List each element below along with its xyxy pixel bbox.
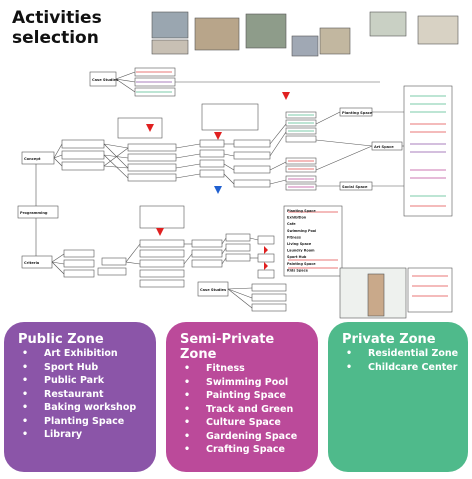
red-arrow-icon <box>146 92 290 270</box>
program-list-item: Painting Space <box>287 262 316 266</box>
list-item: Culture Space <box>180 416 304 430</box>
list-item: Crafting Space <box>180 443 304 457</box>
private-zone-title: Private Zone <box>342 332 436 347</box>
label-concept: Concept <box>24 157 41 161</box>
program-list-item: Living Space <box>287 242 312 246</box>
list-item: Gardening Space <box>180 430 304 444</box>
semi-private-zone-list: Fitness Swimming Pool Painting Space Tra… <box>180 362 304 457</box>
list-item: Painting Space <box>180 389 304 403</box>
public-zone-title: Public Zone <box>18 332 104 347</box>
label-case-studies-top: Case Studies <box>92 78 118 82</box>
list-item: Planting Space <box>18 415 142 429</box>
list-item: Residential Zone <box>342 347 458 361</box>
program-list-item: Kids Space <box>287 268 309 272</box>
list-item: Restaurant <box>18 388 142 402</box>
program-list-item: Sport Hub <box>287 255 307 259</box>
list-item: Track and Green <box>180 403 304 417</box>
list-item: Fitness <box>180 362 304 376</box>
programming-flow-diagram: Case Studies Concept Programming Criteri… <box>17 11 459 319</box>
label-social-space: Social Space <box>342 185 368 189</box>
list-item: Art Exhibition <box>18 347 142 361</box>
label-criteria: Criteria <box>24 261 40 265</box>
semi-private-zone-title: Semi-Private Zone <box>180 332 275 362</box>
program-list-item: Fitness <box>287 235 301 239</box>
blue-arrow-icon <box>214 186 222 194</box>
public-zone-card: Public Zone Art Exhibition Sport Hub Pub… <box>4 322 156 472</box>
label-programming: Programming <box>20 211 48 215</box>
public-zone-list: Art Exhibition Sport Hub Public Park Res… <box>18 347 142 442</box>
list-item: Baking workshop <box>18 401 142 415</box>
list-item: Sport Hub <box>18 361 142 375</box>
label-case-studies-bottom: Case Studies <box>200 288 226 292</box>
program-list-item: Planting Space <box>287 209 316 213</box>
program-list-item: Cafe <box>287 222 296 226</box>
label-planting-space: Planting Space <box>342 111 373 115</box>
list-item: Swimming Pool <box>180 376 304 390</box>
page-title: Activities selection <box>12 8 102 48</box>
label-art-space: Art Space <box>374 145 394 149</box>
list-item: Public Park <box>18 374 142 388</box>
list-item: Library <box>18 428 142 442</box>
program-list-item: Laundry Room <box>287 249 315 253</box>
program-list-item: Exhibition <box>287 216 307 220</box>
program-list-item: Swimming Pool <box>287 229 316 233</box>
private-zone-card: Private Zone Residential Zone Childcare … <box>328 322 468 472</box>
list-item: Childcare Center <box>342 361 457 375</box>
semi-private-zone-card: Semi-Private Zone Fitness Swimming Pool … <box>166 322 318 472</box>
private-zone-list: Residential Zone Childcare Center <box>342 347 458 375</box>
